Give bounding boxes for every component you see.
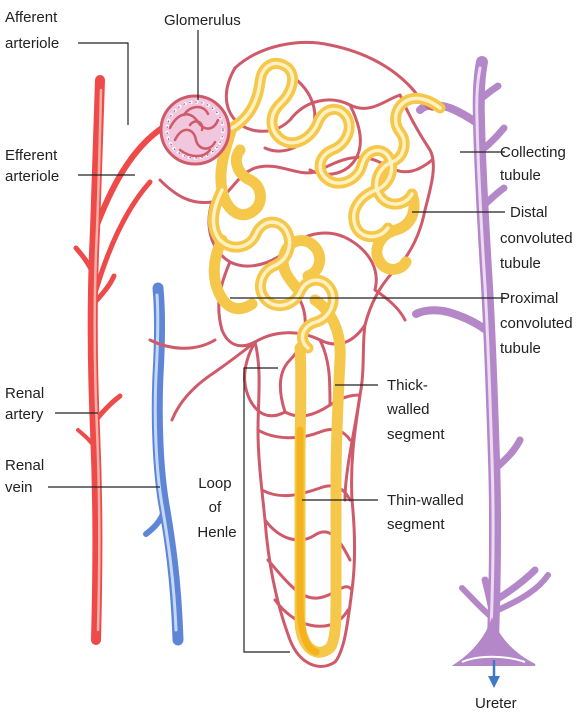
label-thick-walled-segment: Thick- walled segment (386, 377, 445, 443)
label-distal-convoluted-tubule: Distal convoluted tubule (500, 204, 577, 272)
renal-artery (76, 80, 162, 640)
label-afferent-arteriole: Afferent arteriole (5, 9, 61, 52)
label-glomerulus: Glomerulus (164, 12, 241, 29)
label-ureter: Ureter (475, 695, 517, 712)
label-efferent-arteriole: Efferent arteriole (5, 147, 61, 185)
label-loop-of-henle: Loop of Henle (197, 475, 236, 541)
label-proximal-convoluted-tubule: Proximal convoluted tubule (500, 290, 577, 357)
label-collecting-tubule: Collecting tubule (500, 144, 570, 184)
label-renal-artery: Renal artery (5, 385, 48, 423)
label-thin-walled-segment: Thin-walled segment (387, 492, 468, 533)
glomerulus (161, 96, 229, 164)
label-renal-vein: Renal vein (5, 457, 48, 496)
